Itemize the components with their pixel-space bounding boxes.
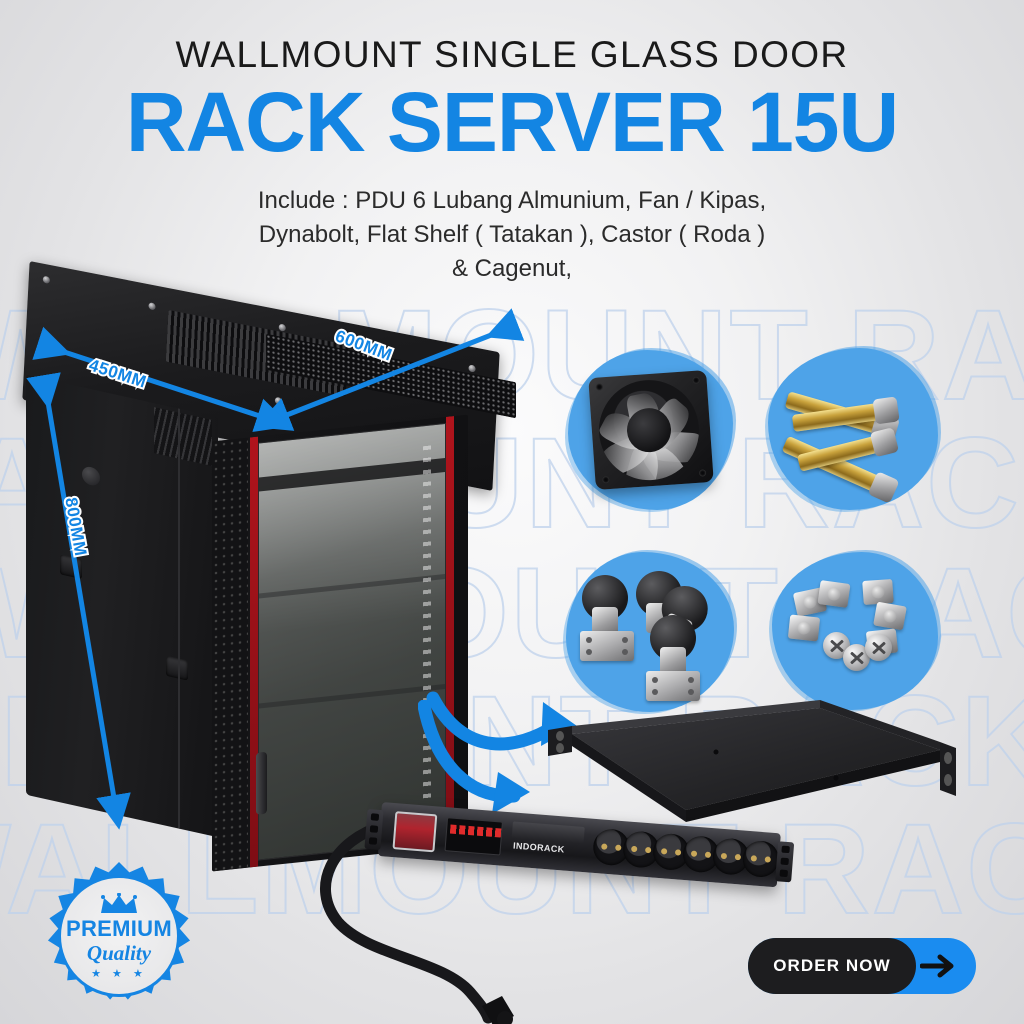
rack-side-seam [178, 408, 180, 829]
dimension-arrow-600mm [255, 308, 525, 431]
badge-inner-circle: PREMIUM Quality ★ ★ ★ [58, 875, 180, 997]
pdu-socket [741, 839, 781, 879]
pdu-brand-name: INDORACK [512, 840, 566, 855]
castor-icon [580, 571, 720, 701]
accessory-pdu: INDORACK [300, 790, 800, 1024]
accessory-cagenut [772, 552, 938, 710]
dimension-arrow-450mm [32, 326, 292, 432]
pdu-mount-ear [775, 841, 795, 883]
header-block: WALLMOUNT SINGLE GLASS DOOR RACK SERVER … [0, 0, 1024, 286]
pdu-led-display [444, 817, 503, 856]
pdu-power-switch[interactable] [392, 811, 438, 853]
page-title: RACK SERVER 15U [125, 75, 899, 169]
fan-rotor [595, 376, 702, 484]
dynabolt-icon [781, 369, 923, 504]
accessory-dynabolt [768, 348, 938, 510]
screw-icon [42, 275, 51, 284]
crown-icon [101, 892, 137, 913]
pdu-power-cord [320, 818, 514, 1024]
pdu-mount-ear [364, 808, 384, 851]
pointer-arrow-to-pdu [418, 700, 530, 814]
accessory-castor [566, 552, 734, 712]
rack-server-product-image: 600MM 450MM 800MM [16, 261, 546, 872]
cta-label: ORDER NOW [773, 956, 891, 975]
dimension-arrow-800mm [26, 372, 131, 830]
pdu-branding: INDORACK [510, 821, 585, 863]
badge-bottom-text: Quality [86, 940, 152, 965]
cta-pill[interactable]: ORDER NOW [748, 938, 916, 994]
kicker-text: WALLMOUNT SINGLE GLASS DOOR [175, 34, 849, 75]
accessory-flat-shelf [536, 700, 956, 840]
arrow-right-icon [920, 954, 954, 978]
rack-front-perforation [212, 437, 248, 872]
fan-icon [587, 370, 714, 490]
include-line-3: & Cagenut, [451, 254, 573, 282]
flat-shelf-icon [548, 700, 956, 822]
premium-quality-badge: PREMIUM Quality ★ ★ ★ [45, 862, 193, 1010]
cagenut-icon [787, 576, 921, 686]
door-handle [256, 751, 267, 815]
include-line-2: Dynabolt, Flat Shelf ( Tatakan ), Castor… [258, 220, 766, 248]
include-line-1: Include : PDU 6 Lubang Almunium, Fan / K… [257, 186, 767, 214]
order-now-button[interactable]: ORDER NOW [748, 938, 976, 994]
badge-top-text: PREMIUM [66, 915, 172, 941]
badge-stars: ★ ★ ★ [91, 967, 147, 980]
include-description: Include : PDU 6 Lubang Almunium, Fan / K… [0, 184, 1024, 286]
rack-latch [166, 655, 188, 681]
accessory-fan [568, 350, 733, 510]
